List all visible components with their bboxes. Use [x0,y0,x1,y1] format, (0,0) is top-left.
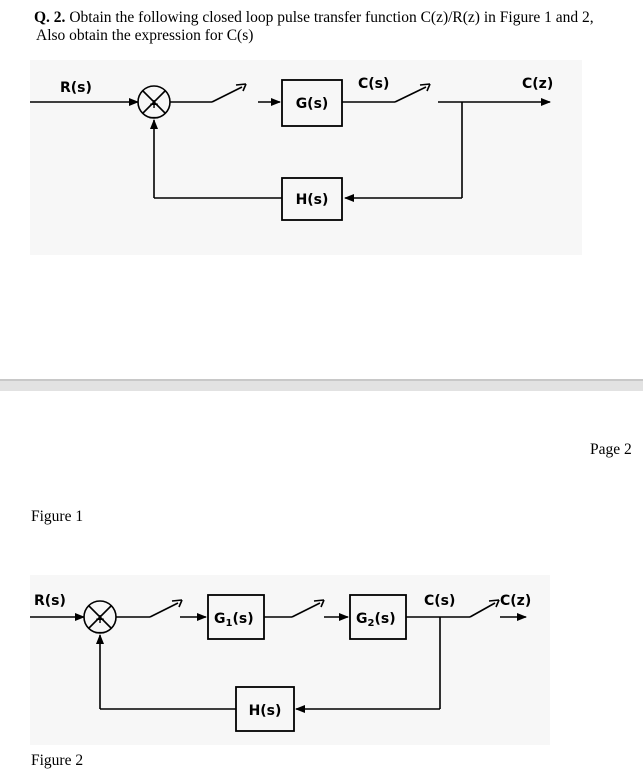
fig2-g1-label: G1(s) [214,611,254,629]
fig2-sum-plus: + [95,612,105,626]
question-line-2: Also obtain the expression for C(s) [36,27,254,44]
sampler-switch-2 [394,86,427,103]
figure-2-caption: Figure 2 [31,752,84,769]
fig2-sampler-2 [291,602,321,618]
fig1-cs-label: C(s) [358,76,389,92]
figure-2-background [30,575,550,745]
fig2-h-label: H(s) [249,703,282,719]
forward-block-g [281,79,343,127]
figure-1-block-diagram: R(s) + − G(s) H(s) C(s) C(z) [30,60,582,255]
feedback-block-h [281,177,343,221]
fig2-cs-label: C(s) [424,593,455,609]
question-text: Q. 2. Obtain the following closed loop p… [34,9,634,45]
fig1-h-label: H(s) [296,192,329,208]
fig1-cz-label: C(z) [522,76,553,92]
question-number: Q. 2. [34,9,66,26]
fig2-output-sampler [469,602,496,618]
fig2-sampler-1 [149,602,179,618]
question-line-1: Q. 2. Obtain the following closed loop p… [34,9,634,27]
fig1-sum-plus: + [149,97,159,111]
fig2-g2-label: G2(s) [356,611,396,629]
figure-1-background [30,60,582,255]
figure-1-caption: Figure 1 [31,508,84,525]
question-body: Obtain the following closed loop pulse t… [69,9,594,26]
fig1-input-label: R(s) [60,80,92,96]
fig2-input-label: R(s) [34,593,66,609]
figure-2-block-diagram: R(s) + − G1(s) G2(s) H(s) C(s) C(z) [30,575,550,745]
sampler-switch-1 [211,86,243,103]
fig2-sum-minus: − [94,625,106,641]
fig2-cz-label: C(z) [500,593,531,609]
page-number: Page 2 [590,441,632,458]
fig1-g-label: G(s) [296,96,329,112]
page-separator [0,379,643,391]
fig1-sum-minus: − [148,110,160,126]
